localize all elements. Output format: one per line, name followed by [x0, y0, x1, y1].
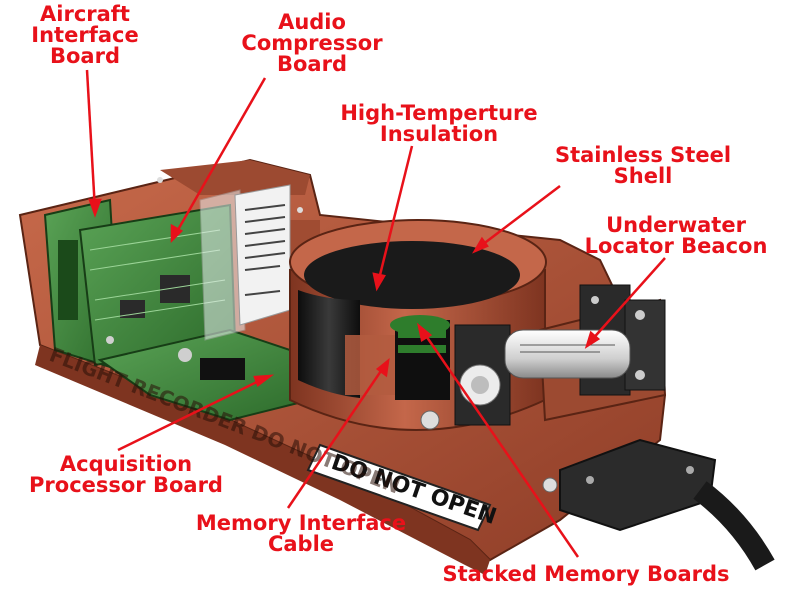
arrowhead-acquisition-processor-board: [253, 374, 275, 388]
leader-underwater-locator-beacon: [589, 257, 666, 343]
label-line: Locator Beacon: [584, 234, 768, 258]
label-stacked-memory-boards: Stacked Memory Boards: [400, 564, 772, 585]
label-stainless-steel-shell: Stainless Steel Shell: [521, 145, 765, 187]
arrowhead-aircraft-interface-board: [88, 198, 102, 218]
label-line: Compressor: [241, 31, 383, 55]
label-line: Aircraft: [40, 2, 130, 26]
label-line: Processor Board: [29, 473, 223, 497]
label-line: Interface: [31, 23, 139, 47]
locator-beacon: [454, 284, 667, 426]
label-line: Stainless Steel: [554, 143, 732, 167]
leader-high-temperature-insulation: [376, 145, 414, 284]
label-aircraft-interface-board: Aircraft Interface Board: [4, 4, 166, 67]
label-line: Audio: [278, 10, 346, 34]
leader-stacked-memory-boards: [420, 329, 580, 558]
arrowhead-audio-compressor-board: [170, 223, 184, 244]
circuit-boards: [43, 198, 312, 422]
label-line: Board: [50, 44, 120, 68]
label-line: Cable: [267, 532, 335, 556]
label-line: High-Temperture: [340, 101, 538, 125]
label-line: Memory Interface: [195, 511, 407, 535]
leader-lines: [85, 69, 666, 558]
arrowhead-high-temperature-insulation: [372, 272, 386, 292]
arrowhead-underwater-locator-beacon: [584, 330, 601, 349]
arrowhead-stainless-steel-shell: [472, 236, 489, 254]
leader-aircraft-interface-board: [85, 69, 97, 211]
board-cover-panel: [199, 184, 291, 341]
leader-memory-interface-cable: [286, 364, 387, 509]
label-line: Board: [277, 52, 347, 76]
arrowhead-memory-interface-cable: [375, 358, 390, 378]
label-line: Insulation: [379, 122, 499, 146]
leader-acquisition-processor-board: [117, 376, 266, 452]
label-audio-compressor-board: Audio Compressor Board: [216, 12, 408, 75]
label-high-temperature-insulation: High-Temperture Insulation: [309, 103, 569, 145]
leader-stainless-steel-shell: [477, 185, 561, 249]
label-memory-interface-cable: Memory Interface Cable: [163, 513, 439, 555]
label-underwater-locator-beacon: Underwater Locator Beacon: [555, 215, 797, 257]
label-line: Shell: [613, 164, 673, 188]
leader-audio-compressor-board: [173, 77, 267, 236]
connector-cable: [559, 438, 775, 571]
arrowhead-stacked-memory-boards: [417, 322, 433, 343]
label-line: Underwater: [606, 213, 746, 237]
label-line: Stacked Memory Boards: [442, 562, 730, 586]
label-line: Acquisition: [59, 452, 193, 476]
label-acquisition-processor-board: Acquisition Processor Board: [0, 454, 252, 496]
